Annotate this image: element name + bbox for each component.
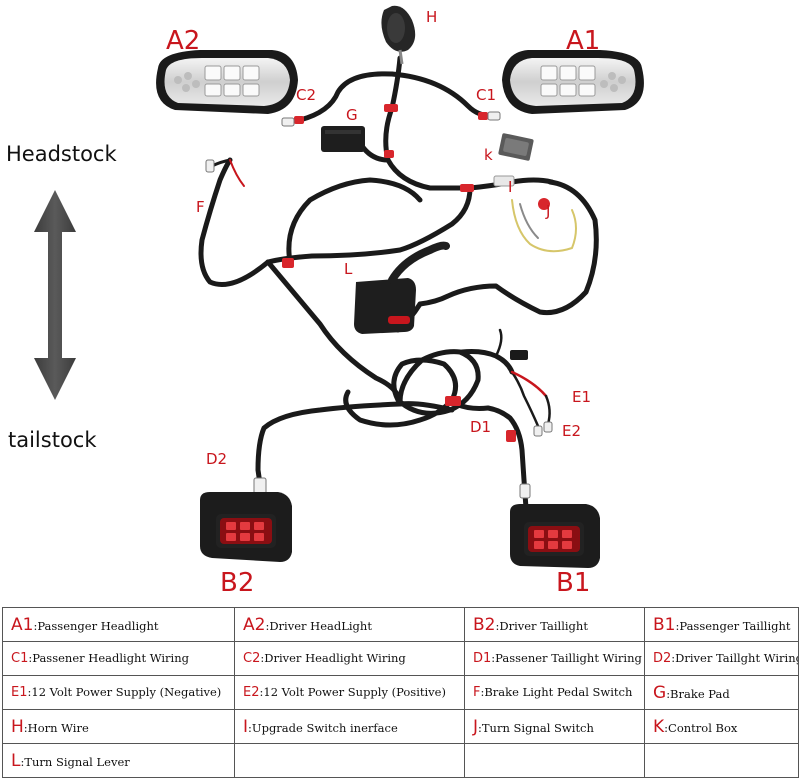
legend-cell: K:Control Box bbox=[644, 709, 799, 744]
legend-row: C1:Passener Headlight Wiring C2:Driver H… bbox=[2, 641, 799, 676]
callout-d2: D2 bbox=[206, 450, 228, 468]
direction-arrow bbox=[34, 190, 76, 400]
driver-headlight bbox=[156, 50, 298, 114]
callout-a2: A2 bbox=[166, 26, 201, 56]
legend-cell bbox=[234, 743, 465, 778]
callout-c2: C2 bbox=[296, 86, 317, 104]
tailstock-label: tailstock bbox=[8, 428, 97, 452]
control-box bbox=[498, 133, 534, 161]
legend-row: H:Horn Wire I:Upgrade Switch inerface J:… bbox=[2, 709, 799, 744]
legend-row: L:Turn Signal Lever bbox=[2, 743, 799, 778]
legend-cell bbox=[644, 743, 799, 778]
callout-l: L bbox=[344, 260, 353, 278]
legend-cell: B2:Driver Taillight bbox=[464, 607, 645, 642]
legend-cell: G:Brake Pad bbox=[644, 675, 799, 710]
callout-f: F bbox=[196, 198, 205, 216]
headstock-label: Headstock bbox=[6, 142, 117, 166]
callout-h: H bbox=[426, 8, 438, 26]
callout-b2: B2 bbox=[220, 568, 255, 598]
horn bbox=[381, 5, 416, 65]
fuse-holder bbox=[510, 350, 528, 360]
legend-cell: D1:Passener Taillight Wiring bbox=[464, 641, 645, 676]
connector-sleeves bbox=[282, 104, 516, 442]
legend-cell: E1:12 Volt Power Supply (Negative) bbox=[2, 675, 235, 710]
switch-interface bbox=[493, 175, 550, 210]
legend-cell: I:Upgrade Switch inerface bbox=[234, 709, 465, 744]
legend-cell: J:Turn Signal Switch bbox=[464, 709, 645, 744]
legend-cell: E2:12 Volt Power Supply (Positive) bbox=[234, 675, 465, 710]
legend-cell: D2:Driver Taillght Wiring bbox=[644, 641, 799, 676]
legend-row: A1:Passenger Headlight A2:Driver HeadLig… bbox=[2, 607, 799, 642]
brake-module bbox=[321, 126, 365, 152]
legend-cell: L:Turn Signal Lever bbox=[2, 743, 235, 778]
callout-e1: E1 bbox=[572, 388, 592, 406]
callout-d1: D1 bbox=[470, 418, 492, 436]
callout-i: I bbox=[508, 178, 513, 196]
callout-c1: C1 bbox=[476, 86, 497, 104]
driver-taillight bbox=[200, 492, 292, 562]
callout-e2: E2 bbox=[562, 422, 582, 440]
legend-cell: A2:Driver HeadLight bbox=[234, 607, 465, 642]
passenger-headlight bbox=[502, 50, 644, 114]
legend-cell: C2:Driver Headlight Wiring bbox=[234, 641, 465, 676]
legend-cell: F:Brake Light Pedal Switch bbox=[464, 675, 645, 710]
callout-j: J bbox=[546, 202, 551, 220]
legend-cell: C1:Passener Headlight Wiring bbox=[2, 641, 235, 676]
plug-connectors bbox=[205, 111, 553, 499]
callout-g: G bbox=[346, 106, 358, 124]
callout-b1: B1 bbox=[556, 568, 591, 598]
turn-signal-lever bbox=[354, 241, 450, 334]
legend-cell bbox=[464, 743, 645, 778]
legend-cell: A1:Passenger Headlight bbox=[2, 607, 235, 642]
legend-cell: H:Horn Wire bbox=[2, 709, 235, 744]
legend-row: E1:12 Volt Power Supply (Negative) E2:12… bbox=[2, 675, 799, 710]
legend-cell: B1:Passenger Taillight bbox=[644, 607, 799, 642]
callout-k: k bbox=[484, 146, 493, 164]
legend-table: A1:Passenger Headlight A2:Driver HeadLig… bbox=[2, 607, 799, 778]
callout-a1: A1 bbox=[566, 26, 601, 56]
passenger-taillight bbox=[510, 504, 600, 568]
wire-harness bbox=[198, 55, 599, 511]
wiring-diagram bbox=[34, 5, 644, 568]
